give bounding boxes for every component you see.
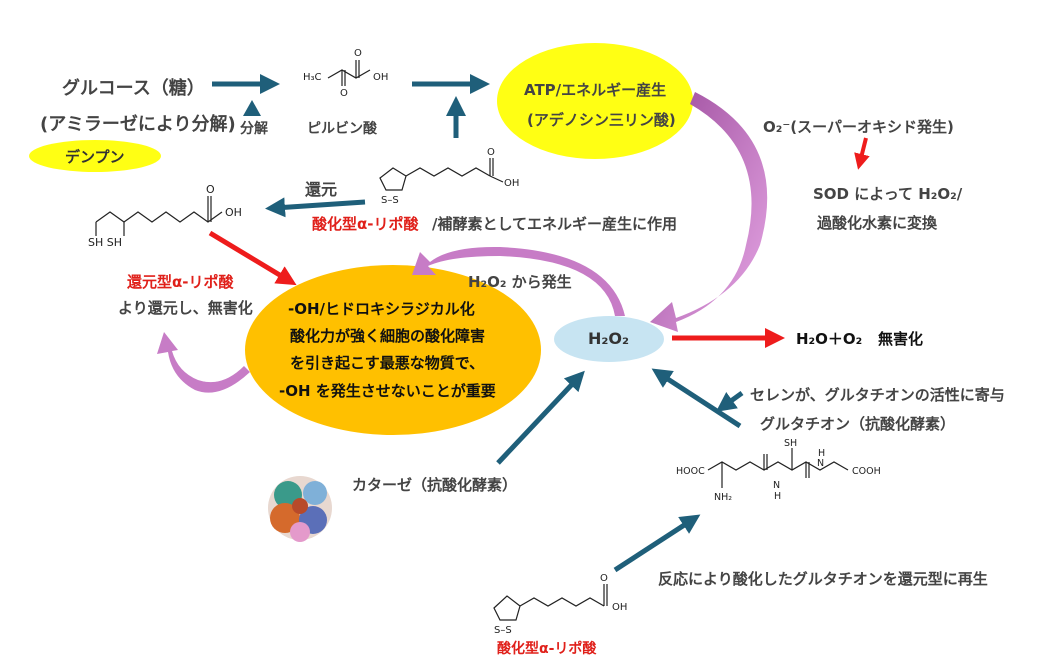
reduce-arrow (265, 197, 366, 218)
selenium-label: セレンが、グルタチオンの活性に寄与 (750, 386, 1005, 404)
catalase-arrow (496, 370, 585, 465)
harmless-formula-label: H₂O＋O₂ (796, 330, 863, 348)
oh-line-4: -OH を発生させないことが重要 (279, 382, 496, 400)
h2o2-ellipse (554, 316, 664, 362)
oxidized-lipoic-structure-top (379, 158, 504, 191)
selenium-arrow (715, 390, 744, 412)
atp-ellipse (497, 43, 693, 159)
oxidized-lipoic-bottom-label: 酸化型α-リポ酸 (497, 641, 597, 657)
glucose-label: グルコース（糖） (62, 78, 205, 99)
chem-oh-bottom-lipoic: OH (612, 602, 627, 613)
sod-label-2: 過酸化水素に変換 (817, 214, 938, 232)
glutathione-label: グルタチオン（抗酸化酵素） (760, 415, 956, 433)
coenzyme-note-label: /補酵素としてエネルギー産生に作用 (432, 215, 678, 233)
starch-label: デンプン (65, 148, 125, 166)
oxidized-lipoic-label: 酸化型α-リポ酸 (312, 215, 419, 233)
catalase-protein-image (268, 476, 332, 542)
chem-oh-reduced: OH (225, 206, 242, 219)
reduce-label: 還元 (305, 180, 338, 199)
oh-line-3: を引き起こす最悪な物質で、 (290, 354, 485, 372)
chem-pyruvic-oh: OH (373, 72, 388, 83)
harmless-label: 無害化 (878, 330, 924, 348)
oh-line-1: -OH/ヒドロキシラジカル化 (288, 300, 475, 318)
amylase-label: (アミラーゼにより分解) (40, 114, 236, 135)
h2o2-to-oh-curve-arrow (412, 246, 625, 316)
pyruvic-acid-structure (327, 60, 371, 86)
chem-ss-bottom: S–S (494, 625, 512, 636)
h2o2-origin-label: H₂O₂ から発生 (468, 273, 572, 291)
chem-pyruvic-o-top: O (354, 48, 362, 59)
reduced-note-label: より還元し、無害化 (118, 299, 253, 317)
chem-pyruvic-o-bottom: O (340, 88, 348, 99)
catalase-label: カターゼ（抗酸化酵素） (352, 476, 518, 494)
chem-o-top-lipoic: O (487, 147, 495, 158)
reduced-lipoic-label: 還元型α-リポ酸 (127, 273, 234, 291)
chem-h-right: H (818, 448, 825, 459)
superoxide-to-sod-arrow (854, 137, 870, 170)
starch-ellipse (29, 140, 161, 172)
atp-sub-label: (アデノシン三リン酸) (527, 111, 676, 129)
reduced-lipoic-structure (95, 196, 223, 236)
atp-to-h2o2-curve-arrow (650, 92, 768, 332)
regenerate-label: 反応により酸化したグルタチオンを還元型に再生 (658, 570, 988, 588)
reduced-lipoic-arrow (208, 230, 297, 286)
reduction-loop-curve-arrow (157, 332, 250, 393)
atp-label: ATP/エネルギー産生 (524, 81, 667, 99)
chem-sh-glutathione: SH (784, 438, 797, 449)
decompose-up-arrow (243, 100, 261, 116)
chem-hooc: HOOC (676, 466, 705, 477)
glutathione-arrow (651, 368, 742, 429)
oxidized-lipoic-structure-bottom (493, 584, 608, 621)
hydroxyl-radical-ellipse (245, 265, 541, 435)
chem-ss-top: S–S (381, 195, 399, 206)
decompose-label: 分解 (240, 121, 268, 137)
glutathione-structure (707, 448, 849, 488)
chem-h-left: H (774, 491, 781, 502)
oh-line-2: 酸化力が強く細胞の酸化障害 (290, 327, 486, 345)
chem-h3c: H₃C (303, 72, 322, 83)
sod-label-1: SOD によって H₂O₂/ (813, 185, 963, 203)
chem-n-left: N (773, 480, 780, 491)
h2o2-center-label: H₂O₂ (588, 329, 630, 348)
pyruvic-label: ピルビン酸 (307, 121, 377, 137)
chem-o-bottom-lipoic: O (600, 573, 608, 584)
chem-o-reduced: O (206, 183, 215, 196)
chem-nh2: NH₂ (714, 492, 732, 503)
regenerate-arrow (613, 514, 701, 573)
chem-sh-sh: SH SH (88, 236, 122, 249)
superoxide-label: O₂⁻(スーパーオキシド発生) (763, 118, 954, 136)
chem-cooh: COOH (852, 466, 881, 477)
chem-n-right: N (817, 458, 824, 469)
chem-oh-top-lipoic: OH (504, 178, 519, 189)
